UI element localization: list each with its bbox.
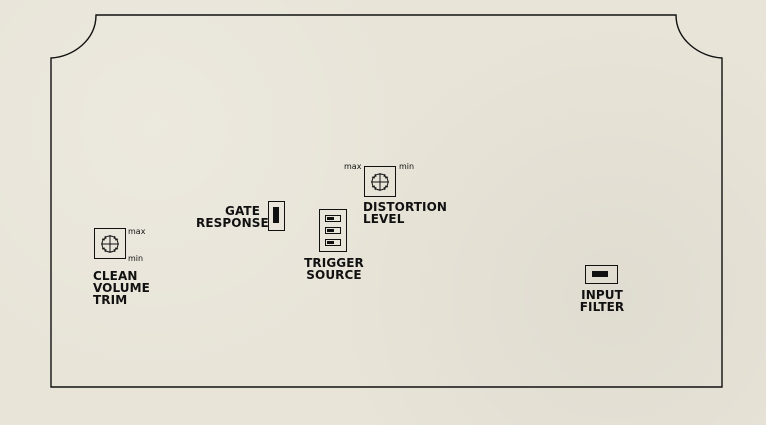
potentiometer-icon	[101, 235, 119, 253]
clean-volume-trim-min-label: min	[128, 254, 144, 263]
trigger-source-switch[interactable]	[319, 209, 347, 252]
horizontal-toggle-switch-icon	[592, 271, 608, 277]
distortion-level-label: DISTORTION LEVEL	[363, 200, 448, 226]
gate-response-switch[interactable]	[268, 201, 285, 231]
clean-volume-trim-max-label: max	[128, 227, 146, 236]
vertical-toggle-switch-icon	[273, 207, 279, 223]
distortion-level-min-label: min	[399, 162, 415, 171]
input-filter-label: INPUT FILTER	[579, 288, 625, 314]
clean-volume-trim-label: CLEAN VOLUME TRIM	[93, 269, 150, 307]
clean-volume-trim-pot[interactable]	[94, 228, 126, 259]
gate-response-label: GATE RESPONSE	[196, 204, 269, 230]
input-filter-switch[interactable]	[585, 265, 618, 284]
potentiometer-icon	[371, 173, 389, 191]
rotary-position-three	[325, 239, 341, 246]
distortion-level-pot[interactable]	[364, 166, 396, 197]
trigger-source-label: TRIGGER SOURCE	[304, 256, 364, 282]
rotary-position-two	[325, 227, 341, 234]
three-position-rotary-switch-icon	[325, 215, 341, 222]
distortion-level-max-label: max	[344, 162, 362, 171]
